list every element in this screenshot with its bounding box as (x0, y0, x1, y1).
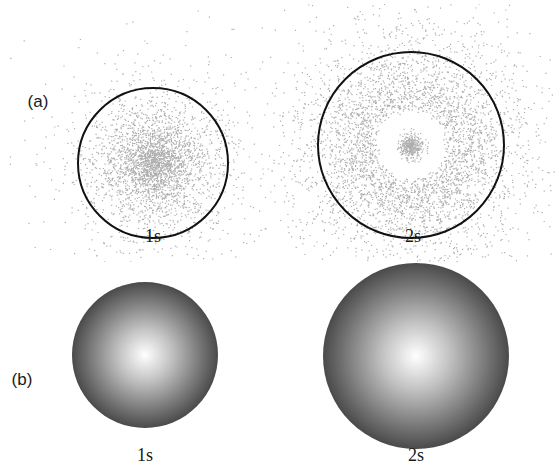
boundary-circle (318, 52, 504, 238)
boundary-circle (78, 88, 228, 238)
orbital-label: 2s (405, 227, 421, 247)
part-label: (b) (12, 371, 33, 390)
dot-cloud (4, 4, 369, 262)
orbital-label: 2s (408, 446, 424, 466)
orbital-sphere (72, 282, 218, 428)
dot-cloud (154, 4, 555, 262)
orbital-sphere (323, 263, 509, 449)
orbital-label: 1s (145, 227, 161, 247)
part-label: (a) (28, 93, 49, 112)
orbital-label: 1s (137, 446, 153, 466)
